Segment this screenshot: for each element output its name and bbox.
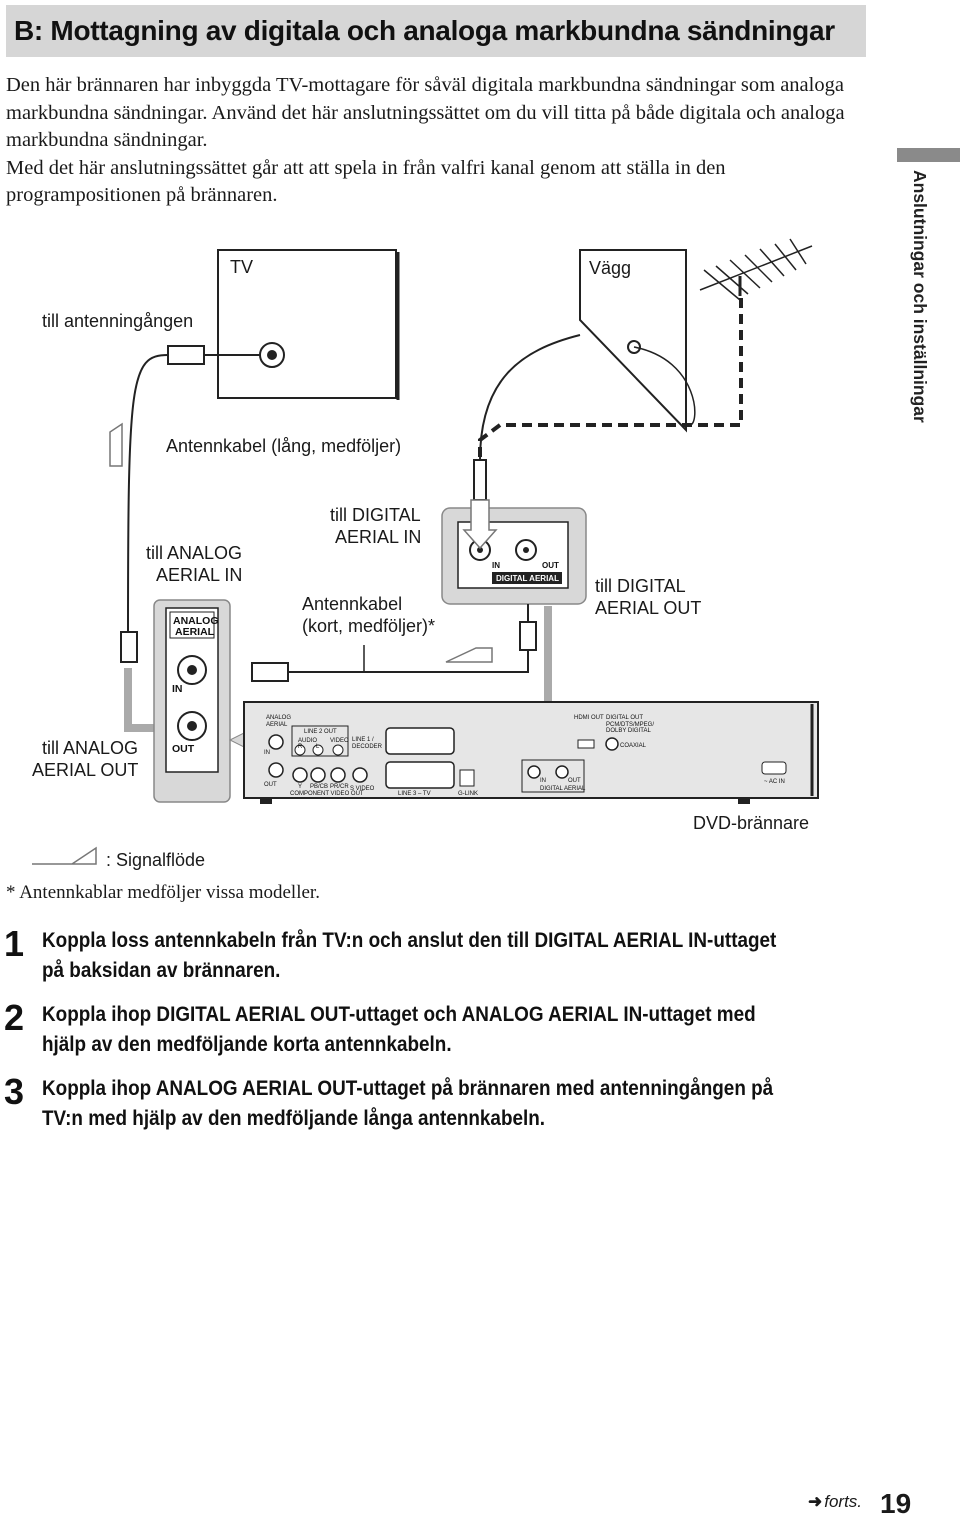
callout-out-label: OUT [542, 561, 559, 570]
rec-video-label: VIDEO [330, 738, 349, 744]
rec-analog-in-label: IN [264, 750, 270, 756]
step-text: Koppla ihop ANALOG AERIAL OUT-uttaget på… [42, 1077, 774, 1130]
wall-cable [479, 334, 581, 461]
to-digital-out-label-2: AERIAL OUT [595, 598, 701, 618]
rec-pcm-label: PCM/DTS/MPEG/ [606, 722, 654, 728]
rec-hdmi-label: HDMI OUT [574, 715, 604, 721]
aerial-dashed-cable [478, 298, 743, 460]
footnote: * Antennkablar medföljer vissa modeller. [6, 882, 320, 903]
to-digital-out-label-1: till DIGITAL [595, 576, 686, 596]
tv-unit: TV [217, 249, 400, 400]
panel-in-label: IN [172, 683, 183, 695]
continued-note: ➜forts. [808, 1492, 862, 1512]
rec-dolby-label: DOLBY DIGITAL [606, 728, 651, 734]
long-cable-label: Antennkabel (lång, medföljer) [166, 436, 401, 456]
long-cable-plug [120, 631, 138, 663]
tv-label: TV [230, 257, 253, 277]
rec-svideo-label: S VIDEO [350, 786, 375, 792]
rec-digital-aerial-label: DIGITAL AERIAL [540, 786, 586, 792]
to-analog-out-label-2: AERIAL OUT [32, 760, 138, 780]
rec-line1-label: LINE 1 / [352, 737, 374, 743]
rec-digital-audio-out-label: DIGITAL OUT [606, 715, 643, 721]
step-text: Koppla loss antennkabeln från TV:n och a… [42, 929, 777, 982]
wall-outlet: Vägg [579, 249, 687, 433]
short-cable-label-2: (kort, medföljer)* [302, 616, 435, 636]
page-number: 19 [880, 1488, 912, 1519]
dvd-recorder-label: DVD-brännare [693, 813, 809, 833]
rec-audio-label: AUDIO [298, 738, 317, 744]
callout-digital-aerial-label: DIGITAL AERIAL [496, 574, 559, 583]
intro-text: Den här brännaren har inbyggda TV-mottag… [6, 72, 866, 210]
arrow-right-icon: ➜ [808, 1492, 823, 1511]
step-number: 3 [4, 1071, 25, 1112]
rec-aerial-label: AERIAL [266, 722, 288, 728]
rec-r-label: R [298, 744, 303, 750]
to-analog-out-label-1: till ANALOG [42, 738, 138, 758]
section-title: B: Mottagning av digitala och analoga ma… [14, 15, 835, 46]
short-cable-plug-out [519, 621, 537, 651]
intro-paragraph-1: Den här brännaren har inbyggda TV-mottag… [6, 74, 845, 151]
short-cable-label-1: Antennkabel [302, 594, 402, 614]
to-digital-in-label-1: till DIGITAL [330, 505, 421, 525]
rec-analog-label: ANALOG [266, 715, 291, 721]
roof-antenna-icon [699, 238, 813, 301]
signal-flow-arrow-left [445, 647, 493, 663]
short-antenna-cable [288, 650, 529, 673]
side-tab-marker [897, 148, 960, 162]
short-cable-plug-in [251, 662, 289, 682]
rec-y-label: Y [298, 784, 302, 790]
long-antenna-cable [127, 354, 169, 641]
analog-aerial-panel: ANALOG AERIAL IN OUT [153, 599, 231, 803]
step-3: 3 Koppla ihop ANALOG AERIAL OUT-uttaget … [4, 1074, 884, 1134]
panel-out-label: OUT [172, 743, 195, 755]
panel-analog-label: ANALOG [173, 615, 219, 627]
rec-analog-out-label: OUT [264, 782, 277, 788]
intro-paragraph-2: Med det här anslutningssättet går att at… [6, 156, 726, 207]
to-analog-in-label-2: AERIAL IN [156, 565, 242, 585]
signal-flow-arrow-up [109, 422, 123, 467]
instruction-steps: 1 Koppla loss antennkabeln från TV:n och… [4, 926, 884, 1148]
side-section-label: Anslutningar och inställningar [910, 170, 930, 423]
to-digital-in-label-2: AERIAL IN [335, 527, 421, 547]
rec-scart-1 [385, 727, 455, 755]
rec-component-label: COMPONENT VIDEO OUT [290, 791, 364, 797]
rec-l-label: L [316, 744, 320, 750]
rec-decoder-label: DECODER [352, 744, 383, 750]
rec-digital-in-label: IN [540, 778, 546, 784]
signal-flow-arrow-down [462, 499, 498, 550]
step-number: 1 [4, 923, 25, 964]
rec-digital-out-label: OUT [568, 778, 581, 784]
tv-cable-plug [167, 345, 205, 365]
dvd-recorder-rear-panel: ANALOG AERIAL IN OUT LINE 2 OUT AUDIO VI… [243, 701, 819, 804]
continued-label: forts. [824, 1492, 863, 1511]
step-text: Koppla ihop DIGITAL AERIAL OUT-uttaget o… [42, 1003, 756, 1056]
to-analog-in-label-1: till ANALOG [146, 543, 242, 563]
rec-coaxial-label: COAXIAL [620, 743, 647, 749]
signal-flow-legend-icon [32, 846, 97, 865]
rec-prcr-label: PR/CR [330, 784, 349, 790]
callout-in-label: IN [492, 561, 500, 570]
step-number: 2 [4, 997, 25, 1038]
wall-cable-plug [473, 459, 487, 501]
panel-aerial-label: AERIAL [175, 626, 215, 638]
rec-glink-label: G-LINK [458, 791, 478, 797]
rec-line3-label: LINE 3 – TV [398, 791, 431, 797]
signal-flow-legend-label: : Signalflöde [106, 850, 205, 870]
step-2: 2 Koppla ihop DIGITAL AERIAL OUT-uttaget… [4, 1000, 884, 1060]
wall-label: Vägg [589, 258, 631, 278]
step-1: 1 Koppla loss antennkabeln från TV:n och… [4, 926, 884, 986]
digital-aerial-callout: IN OUT DIGITAL AERIAL [441, 507, 587, 605]
rec-scart-2 [385, 761, 455, 789]
rec-line2-out-label: LINE 2 OUT [304, 729, 337, 735]
section-header: B: Mottagning av digitala och analoga ma… [6, 5, 866, 57]
rec-ac-in-label: ~ AC IN [764, 779, 785, 785]
to-antenna-input-label: till antenningången [42, 311, 193, 331]
rec-pbcb-label: PB/CB [310, 784, 328, 790]
